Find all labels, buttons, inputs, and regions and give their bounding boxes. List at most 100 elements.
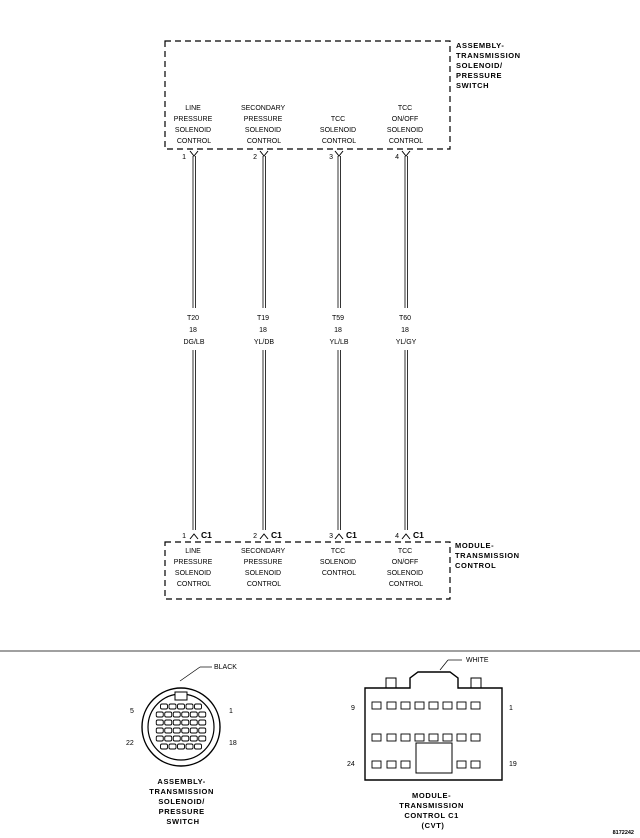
bottom-terminal-3 <box>334 533 344 540</box>
wire-1-label: T20 18 DG/LB <box>183 315 204 346</box>
bottom-pin-number-4: 4 <box>395 533 399 540</box>
round-connector-cavity <box>177 703 185 710</box>
right-connector-center-key <box>415 742 453 774</box>
right-connector-caption: MODULE- TRANSMISSION CONTROL C1 (CVT) <box>399 791 466 830</box>
rect-connector-cavity <box>456 733 467 742</box>
round-connector-cavity <box>189 719 198 726</box>
top-component-title: ASSEMBLY- TRANSMISSION SOLENOID/ PRESSUR… <box>456 41 523 90</box>
bottom-connector-id-3: C1 <box>346 530 357 540</box>
bottom-terminal-2 <box>259 533 269 540</box>
right-connector-housing <box>364 671 503 781</box>
round-connector-cavity <box>155 711 164 718</box>
rect-connector-cavity <box>414 701 425 710</box>
bottom-terminal-symbols <box>189 533 411 540</box>
round-connector-cavity <box>172 719 181 726</box>
wires <box>192 156 408 530</box>
round-connector-cavity <box>164 727 173 734</box>
round-connector-cavity <box>194 703 202 710</box>
round-connector-cavity <box>168 703 177 710</box>
round-connector-cavity <box>198 727 207 734</box>
bottom-pin3-label: TCC SOLENOID CONTROL <box>320 548 358 577</box>
left-connector-color-label: BLACK <box>214 664 237 671</box>
round-connector-cavity <box>164 711 173 718</box>
round-connector-cavity <box>172 735 181 742</box>
top-pin4-label: TCC ON/OFF SOLENOID CONTROL <box>387 105 425 145</box>
rect-connector-cavity <box>386 701 397 710</box>
wire-3 <box>337 156 341 530</box>
rect-connector-cavity <box>442 701 453 710</box>
top-component-box <box>164 40 451 150</box>
round-connector-cavity <box>181 735 190 742</box>
right-pin-number-19: 19 <box>509 761 517 768</box>
rect-connector-cavity <box>400 733 411 742</box>
left-color-leader <box>179 666 201 682</box>
bottom-terminal-1 <box>189 533 199 540</box>
wire-2 <box>262 156 266 530</box>
right-pin-number-9: 9 <box>351 705 355 712</box>
round-connector-cavity <box>164 719 173 726</box>
top-pin-number-4: 4 <box>395 154 399 161</box>
rect-connector-cavity <box>470 760 481 769</box>
bottom-pin-number-1: 1 <box>182 533 186 540</box>
rect-connector-cavity <box>470 701 481 710</box>
left-pin-number-1: 1 <box>229 708 233 715</box>
wire-4-label: T60 18 YL/GY <box>396 315 417 346</box>
right-connector-color-label: WHITE <box>466 657 489 664</box>
round-connector-cavity <box>198 735 207 742</box>
round-connector-cavity <box>185 743 194 750</box>
rect-connector-cavity <box>400 760 411 769</box>
round-connector-cavity <box>181 711 190 718</box>
bottom-connector-id-4: C1 <box>413 530 424 540</box>
top-terminal-3 <box>334 150 344 157</box>
rect-connector-cavity <box>371 733 382 742</box>
left-connector-pins <box>155 703 207 750</box>
bottom-component-title: MODULE- TRANSMISSION CONTROL <box>455 541 522 570</box>
figure-id: 8172242 <box>613 830 634 836</box>
rect-connector-cavity <box>442 733 453 742</box>
rect-connector-cavity <box>371 760 382 769</box>
rect-connector-cavity <box>414 733 425 742</box>
round-connector-cavity <box>198 711 207 718</box>
bottom-pin2-label: SECONDARY PRESSURE SOLENOID CONTROL <box>241 548 287 588</box>
round-connector-cavity <box>181 719 190 726</box>
right-pin-number-1: 1 <box>509 705 513 712</box>
round-connector-cavity <box>181 727 190 734</box>
round-connector-cavity <box>160 703 168 710</box>
rect-connector-cavity <box>386 760 397 769</box>
wire-2-label: T19 18 YL/DB <box>254 315 275 346</box>
round-connector-cavity <box>177 743 185 750</box>
right-connector-latch-right <box>470 677 482 689</box>
top-pin2-label: SECONDARY PRESSURE SOLENOID CONTROL <box>241 105 287 145</box>
top-pin3-label: TCC SOLENOID CONTROL <box>320 116 358 145</box>
top-pin-number-3: 3 <box>329 154 333 161</box>
round-connector-cavity <box>189 735 198 742</box>
top-pin1-label: LINE PRESSURE SOLENOID CONTROL <box>174 105 214 145</box>
round-connector-cavity <box>155 719 164 726</box>
left-connector-key <box>174 691 188 701</box>
bottom-pin-number-2: 2 <box>253 533 257 540</box>
left-connector-caption: ASSEMBLY- TRANSMISSION SOLENOID/ PRESSUR… <box>149 777 216 826</box>
top-terminal-1 <box>189 150 199 157</box>
right-color-leader <box>439 659 449 671</box>
top-component: ASSEMBLY- TRANSMISSION SOLENOID/ PRESSUR… <box>164 40 523 161</box>
bottom-terminal-4 <box>401 533 411 540</box>
rect-connector-cavity <box>456 701 467 710</box>
bottom-pin4-label: TCC ON/OFF SOLENOID CONTROL <box>387 548 425 588</box>
bottom-pin-number-3: 3 <box>329 533 333 540</box>
right-connector-view: WHITE 9 1 24 19 MODULE- TRANSMISSION CON… <box>347 657 517 830</box>
top-terminal-2 <box>259 150 269 157</box>
right-connector-pins <box>371 701 481 769</box>
left-pin-number-5: 5 <box>130 708 134 715</box>
round-connector-cavity <box>189 711 198 718</box>
round-connector-cavity <box>168 743 177 750</box>
right-connector-latch-left <box>385 677 397 689</box>
top-pin-number-1: 1 <box>182 154 186 161</box>
bottom-component: 1 2 3 4 C1 C1 C1 C1 MODULE- TRANSMISSION… <box>164 530 522 600</box>
rect-connector-cavity <box>400 701 411 710</box>
wire-3-label: T59 18 YL/LB <box>329 315 348 346</box>
rect-connector-cavity <box>386 733 397 742</box>
bottom-connector-id-2: C1 <box>271 530 282 540</box>
round-connector-cavity <box>185 703 194 710</box>
right-pin-number-24: 24 <box>347 761 355 768</box>
